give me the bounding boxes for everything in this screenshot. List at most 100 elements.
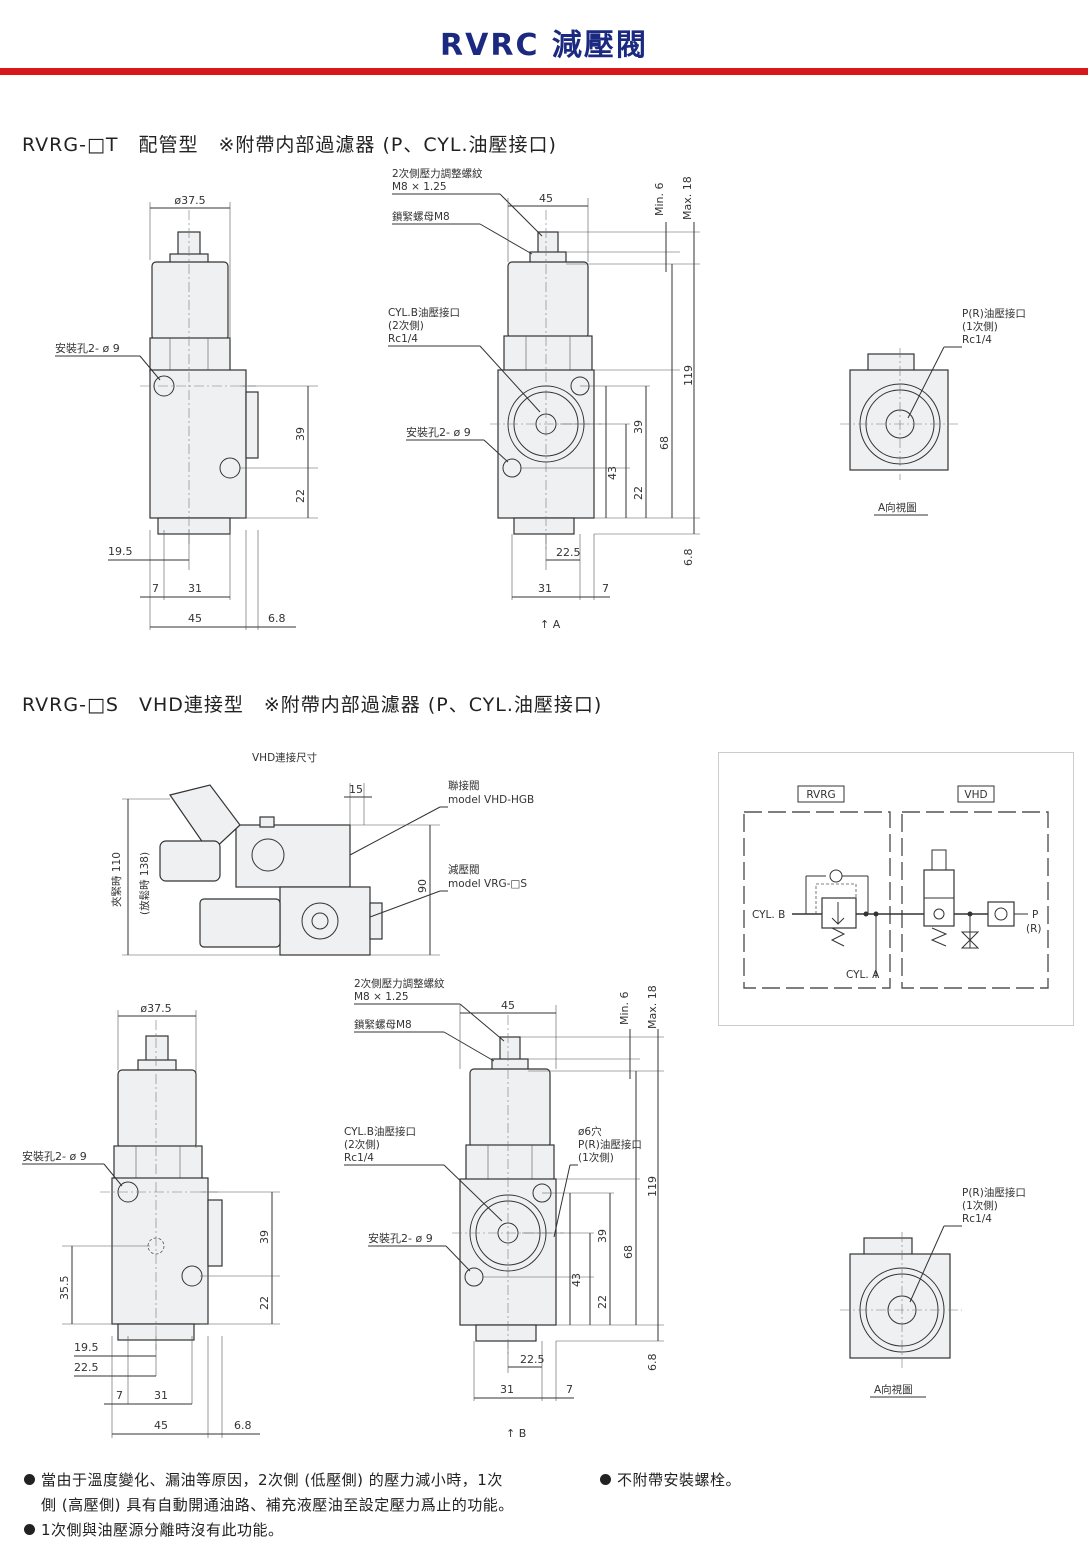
dim-68: 68 [622,1245,635,1259]
dim-6-8: 6.8 [646,1354,659,1372]
vhd-body [235,824,351,888]
bottom-plug [475,1324,537,1342]
dim-43: 43 [570,1273,583,1287]
label-cylb-3: Rc1/4 [344,1152,374,1164]
label-vrg-2: model VRG-□S [448,878,527,890]
dim-45: 45 [188,612,202,625]
spring-housing [507,261,589,339]
dim-19-5: 19.5 [108,545,133,558]
side-plug [207,1199,223,1267]
hex-nut [113,1145,203,1181]
dim-39: 39 [294,427,307,441]
dim-22: 22 [596,1295,609,1309]
dim-22: 22 [294,489,307,503]
dim-19-5: 19.5 [74,1341,99,1354]
label-vhd-1: 聯接閥 [448,779,480,792]
dim-7: 7 [566,1383,573,1396]
label-cylb-1: CYL.B油壓接口 [344,1125,416,1138]
dim-39: 39 [258,1230,271,1244]
note-3: 不附帶安裝螺栓。 [600,1468,900,1493]
label-cylb-3: Rc1/4 [388,333,418,345]
dim-43: 43 [606,466,619,480]
label-vrg-1: 減壓閥 [448,863,480,876]
label-pr-2: (1次側) [962,320,998,333]
label-hole: 安裝孔2- ø 9 [22,1149,87,1163]
dim-min6: Min. 6 [653,182,666,216]
dim-22: 22 [632,486,645,500]
label-pr-1: P(R)油壓接口 [962,1186,1026,1199]
bullet-icon [24,1474,35,1485]
valve-block [111,1177,209,1325]
dim-119: 119 [682,365,695,386]
section1-a-view: P(R)油壓接口 (1次側) Rc1/4 A向視圖 [840,307,1026,516]
label-pr-2: (1次側) [578,1151,614,1164]
view-arrow-a: ↑ A [540,618,561,631]
dim-6-8: 6.8 [268,612,286,625]
dim-dia: ø37.5 [174,194,205,207]
section2-heading: RVRG-□S VHD連接型 ※附帶内部過濾器 (P、CYL.油壓接口) [22,694,603,716]
hex-nut [503,335,593,373]
dim-39: 39 [596,1229,609,1243]
section1-heading: RVRG-□T 配管型 ※附帶内部過濾器 (P、CYL.油壓接口) [22,134,557,156]
rvrg-boundary [743,811,891,989]
hex-edge [863,1237,913,1257]
label-vhd-2: model VHD-HGB [448,794,534,806]
hex-nut [465,1144,555,1182]
dim-7: 7 [152,582,159,595]
label-hole: 安裝孔2- ø 9 [55,341,120,355]
label-hole: 安裝孔2- ø 9 [406,425,471,439]
vrg-block [279,886,371,956]
dim-7: 7 [602,582,609,595]
spring-housing [469,1068,551,1148]
dim-45-top: 45 [539,192,553,205]
vhd-boundary [901,811,1049,989]
bottom-plug [513,517,575,535]
notes-right: 不附帶安裝螺栓。 [600,1468,900,1493]
label-hole6: ø6穴 [578,1125,602,1138]
dim-45-top: 45 [501,999,515,1012]
spring-housing [151,261,229,341]
dim-119: 119 [646,1176,659,1197]
port-cylb: CYL. B [752,909,785,921]
section2-front-view: 2次側壓力調整螺紋 M8 × 1.25 鎖緊螺母M8 45 Min. 6 Max… [344,977,664,1440]
notes-left: 當由于溫度變化、漏油等原因，2次側 (低壓側) 的壓力減小時，1次 側 (高壓側… [24,1468,584,1543]
vhd-connection-view: VHD連接尺寸 15 聯接閥 model VHD-HGB 減壓閥 model V… [111,751,534,956]
label-pr-3: Rc1/4 [962,334,992,346]
valve-block-end [849,1253,951,1359]
dim-35-5: 35.5 [58,1276,71,1301]
dim-22-5: 22.5 [520,1353,545,1366]
dim-45: 45 [154,1419,168,1432]
vhd-title: VHD連接尺寸 [252,751,317,764]
note-1-cont: 側 (高壓側) 具有自動開通油路、補充液壓油至設定壓力爲止的功能。 [41,1496,514,1514]
label-nut: 鎖緊螺母M8 [392,210,450,223]
bullet-icon [24,1524,35,1535]
vrg-plug [369,902,383,940]
rvrg-label: RVRG [806,789,835,801]
filter-check-symbol [987,901,1015,927]
dim-min6: Min. 6 [618,991,631,1025]
dim-31: 31 [500,1383,514,1396]
label-clamp-1: 夾緊時 110 [111,852,123,907]
label-adjust-1: 2次側壓力調整螺紋 [354,977,445,990]
label-adjust-2: M8 × 1.25 [354,991,409,1003]
note-1: 當由于溫度變化、漏油等原因，2次側 (低壓側) 的壓力減小時，1次 [24,1468,584,1493]
section1-side-view: ø37.5 安裝孔2- ø 9 39 22 19.5 7 31 45 6.8 [55,194,318,630]
dim-31: 31 [538,582,552,595]
vhd-lever [169,784,241,854]
label-pr-1: P(R)油壓接口 [578,1138,642,1151]
page-title: RVRC 減壓閥 [440,28,648,63]
dim-6-8: 6.8 [682,549,695,567]
label-adjust-2: M8 × 1.25 [392,181,447,193]
dim-6-8: 6.8 [234,1419,252,1432]
section2-a-view: P(R)油壓接口 (1次側) Rc1/4 A向視圖 [840,1186,1026,1398]
label-nut: 鎖緊螺母M8 [354,1018,412,1031]
section1-front-view: 2次側壓力調整螺紋 M8 × 1.25 鎖緊螺母M8 45 Min. 6 Max… [388,167,700,631]
valve-block [149,369,247,519]
dim-90: 90 [416,879,429,893]
vrg-housing [199,898,281,948]
side-plug [245,391,259,459]
vrg-port [301,902,339,940]
port-r: (R) [1026,923,1042,935]
note-2: 1次側與油壓源分離時沒有此功能。 [24,1518,584,1543]
dim-68: 68 [658,436,671,450]
